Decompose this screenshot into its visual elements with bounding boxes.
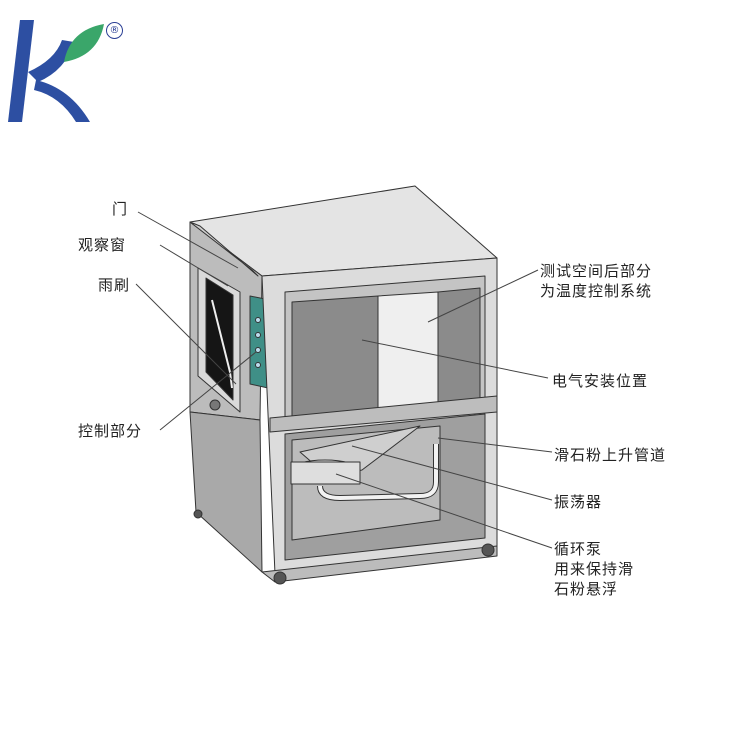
callout-wiper: 雨刷 [98, 276, 131, 294]
callout-pump-line1: 循环泵 [554, 540, 603, 558]
callout-test-space-line2: 为温度控制系统 [540, 282, 653, 300]
callout-electrical: 电气安装位置 [552, 372, 649, 390]
leader-door [137, 211, 239, 269]
wiper-blade [211, 299, 231, 373]
leader-talc-pipe [437, 437, 553, 453]
registered-mark: ® [106, 22, 123, 39]
leader-electrical [361, 339, 549, 379]
callout-pump-line2: 用来保持滑 [554, 560, 635, 578]
leader-test-space [427, 269, 539, 323]
leader-wiper [135, 283, 237, 385]
leader-lines [135, 211, 553, 549]
leader-window [159, 244, 229, 287]
callout-vibrator: 振荡器 [554, 493, 603, 511]
leader-vibrator [351, 445, 553, 501]
callout-pump-line3: 石粉悬浮 [554, 580, 619, 598]
callout-control: 控制部分 [78, 422, 143, 440]
leaf-icon [64, 24, 104, 62]
observation-window [205, 277, 234, 401]
test-chamber [189, 185, 498, 585]
leader-control [159, 351, 257, 431]
callout-window: 观察窗 [78, 236, 127, 254]
callout-door: 门 [112, 200, 129, 218]
leader-pump [335, 473, 553, 549]
callout-talc-pipe: 滑石粉上升管道 [554, 446, 667, 464]
brand-logo [8, 20, 104, 122]
callout-test-space-line1: 测试空间后部分 [540, 262, 653, 280]
